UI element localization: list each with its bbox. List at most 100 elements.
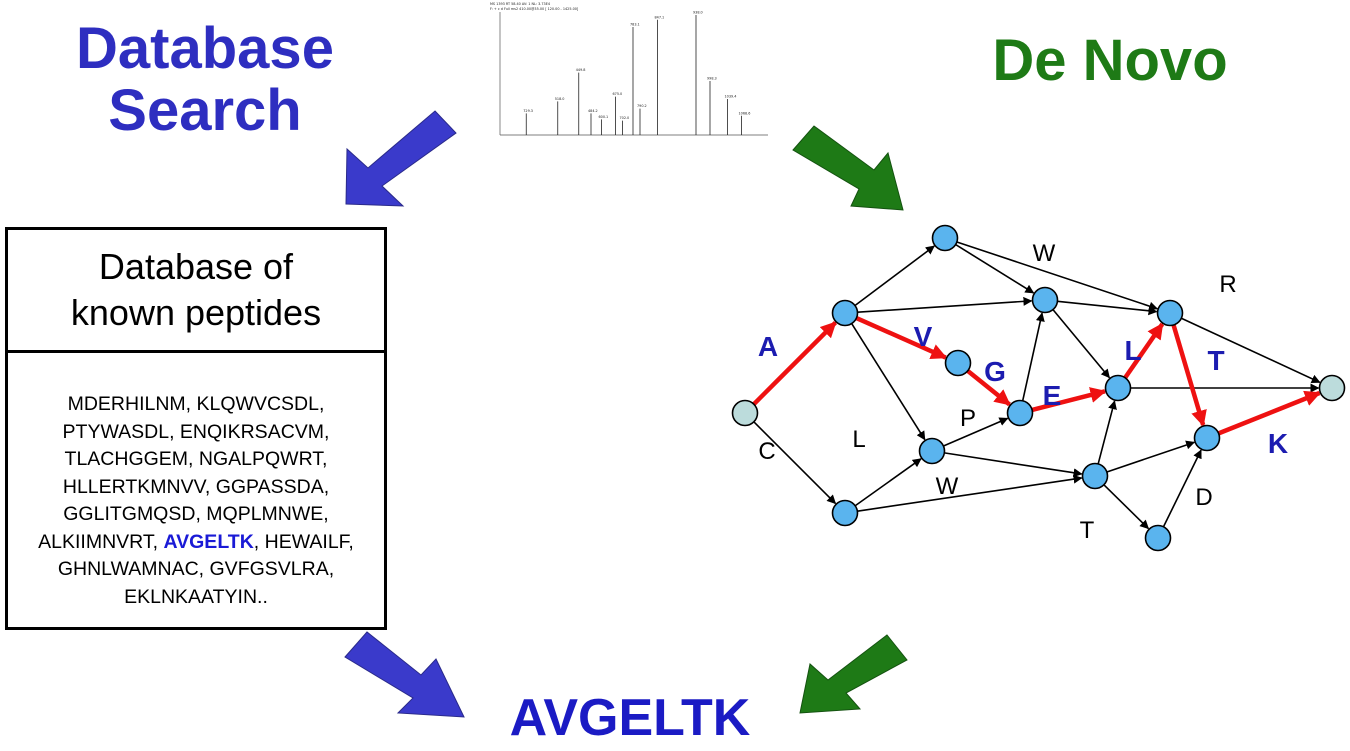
graph-edge [1162, 449, 1202, 528]
amino-acid-label: P [960, 405, 976, 432]
spectrum-peak-label: 1039.4 [725, 95, 737, 99]
peptide: TLACHGGEM, [64, 448, 194, 470]
amino-acid-label: D [1195, 484, 1212, 511]
peptide: PTYWASDL, [62, 420, 175, 443]
graph-labels: A V G E L T K W R C L P W D T [758, 240, 1288, 544]
peptide: EKLNKAATYIN.. [124, 585, 268, 608]
spectrum-header-line-1: MS 1393 RT 58.40 AV: 1 NL: 3.73E4 [490, 2, 550, 6]
de-novo-title: De Novo [992, 28, 1228, 93]
amino-acid-label: L [852, 426, 865, 453]
graph-node [1081, 462, 1109, 490]
graph-node [1006, 399, 1034, 427]
amino-acid-label: T [1080, 517, 1095, 544]
spectrum-peak-label: 484.2 [588, 109, 598, 113]
spectrum-peak-label: 790.2 [637, 104, 647, 108]
graph-node [1156, 299, 1184, 327]
graph-edge [854, 458, 922, 507]
graph-node [918, 437, 946, 465]
spectrum-peak-label: 1068.6 [739, 111, 751, 115]
peptide: ALKIIMNVRT, [38, 530, 159, 553]
database-search-title: Database Search [76, 16, 334, 143]
peptide-list: MDERHILNM, KLQWVCSDL, PTYWASDL, ENQIKRSA… [8, 353, 384, 611]
amino-acid-path-label: L [1124, 335, 1141, 366]
graph-edge [1103, 484, 1150, 530]
mass-spectrum: MS 1393 RT 58.40 AV: 1 NL: 3.73E4 F: + c… [490, 2, 768, 136]
spectrum-peaks: 729.3518.0449.8484.2600.1675.0702.0783.1… [523, 11, 751, 135]
amino-acid-path-label: T [1207, 345, 1224, 376]
graph-edge [1097, 400, 1117, 465]
graph-node [831, 499, 859, 527]
peptide: GHNLWAMNAC, [57, 558, 205, 580]
graph-edge-path [1123, 322, 1165, 380]
spectrum-peak-label: 449.8 [576, 68, 586, 72]
graph-edge [753, 421, 837, 505]
graph-node [1104, 374, 1132, 402]
spectrum-peak-label: 847.1 [655, 15, 665, 19]
result-peptide: AVGELTK [509, 689, 751, 747]
spectrum-peak-label: 675.0 [613, 92, 623, 96]
database-box-header: Database of known peptides [8, 230, 384, 353]
graph-edge [955, 243, 1035, 294]
spectrum-header-line-2: F: + c d Full ms2 410.00@35.00 [ 120.00 … [490, 7, 579, 11]
graph-edge-path [752, 320, 838, 406]
amino-acid-path-label: G [984, 356, 1006, 387]
amino-acid-label: W [936, 473, 959, 500]
peptide: KLQWVCSDL, [196, 393, 325, 415]
graph-edge [1057, 300, 1158, 316]
graph-edge [854, 245, 935, 307]
amino-acid-path-label: E [1043, 380, 1062, 411]
amino-acid-label: W [1033, 240, 1056, 267]
graph-edge-path [1031, 387, 1107, 413]
graph-edge-path [1217, 390, 1321, 436]
arrow-de-novo-to-result [799, 634, 908, 714]
graph-edge [1181, 317, 1321, 384]
peptide: MQPLMNWE, [206, 503, 329, 525]
spectrum-peak-label: 702.0 [620, 116, 630, 120]
graph-edge [857, 474, 1083, 512]
peptide: GVFGSVLRA, [209, 558, 335, 580]
arrow-to-database [345, 110, 457, 207]
graph-edge [1106, 440, 1196, 473]
graph-node [931, 224, 959, 252]
graph-edge [850, 323, 926, 441]
peptide: GGPASSDA, [215, 475, 330, 498]
graph-node [831, 299, 859, 327]
peptide: NGALPQWRT, [198, 448, 328, 470]
graph-edge [943, 417, 1009, 447]
graph-endpoint-node [1318, 374, 1346, 402]
peptide: HEWAILF, [264, 530, 354, 553]
amino-acid-path-label: A [758, 331, 778, 362]
amino-acid-path-label: K [1268, 428, 1288, 459]
graph-edge [944, 452, 1083, 478]
spectrum-peak-label: 783.1 [630, 23, 640, 27]
graph-edge [956, 241, 1159, 311]
graph-node [1031, 286, 1059, 314]
graph-edge [1021, 312, 1045, 401]
graph-endpoint-node [731, 399, 759, 427]
graph-edge-path [1171, 324, 1207, 427]
graph-node [1193, 424, 1221, 452]
spectrum-peak-label: 729.3 [523, 109, 533, 113]
graph-node [1144, 524, 1172, 552]
amino-acid-label: C [758, 438, 775, 465]
spectrum-peak-label: 600.1 [599, 115, 609, 119]
graph-edge-path [855, 316, 948, 360]
arrow-database-to-result [344, 631, 465, 718]
spectrum-peak-label: 938.0 [693, 11, 703, 15]
peptide: MDERHILNM, [67, 393, 192, 415]
database-box: Database of known peptides MDERHILNM, KL… [5, 227, 387, 630]
amino-acid-label: R [1219, 271, 1236, 298]
graph-edges [752, 241, 1321, 530]
arrow-to-de-novo [792, 125, 904, 211]
graph-nodes [731, 224, 1346, 552]
peptide-highlighted: AVGELTK [163, 530, 254, 553]
graph-edge-path [966, 369, 1011, 407]
peptide: HLLERTKMNVV, [62, 475, 211, 498]
peptide: , [253, 530, 260, 553]
amino-acid-path-label: V [914, 321, 933, 352]
graph-node [944, 349, 972, 377]
graph-edge [1052, 309, 1110, 379]
spectrum-peak-label: 998.3 [707, 77, 717, 81]
